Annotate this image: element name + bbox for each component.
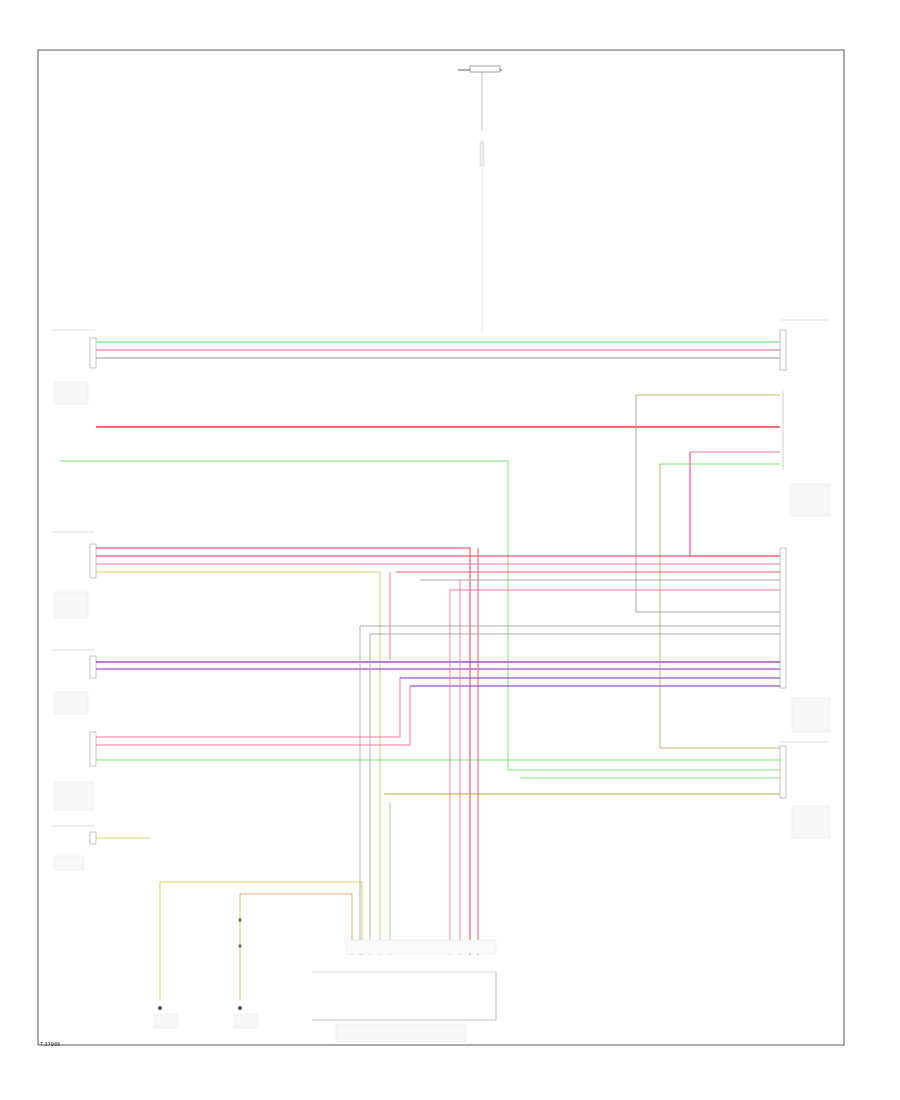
wire-group-verticals — [359, 548, 479, 955]
right-connector-1 — [778, 319, 831, 517]
diagram-frame — [37, 49, 845, 1046]
top-power-source — [458, 65, 502, 332]
left-connector-3 — [52, 649, 97, 715]
splice-dot-icon — [238, 918, 242, 922]
splice-dot-icon — [238, 944, 242, 948]
ground-symbol-icon — [238, 1006, 242, 1010]
wire-group-top — [60, 341, 780, 771]
left-connector-4 — [53, 731, 97, 811]
wire-group-lower — [96, 678, 780, 955]
ground-symbol-icon — [158, 1006, 162, 1010]
left-connector-2 — [52, 531, 97, 619]
data-link-connector — [312, 939, 497, 1043]
right-connector-2 — [779, 547, 831, 733]
left-connector-5 — [52, 825, 97, 871]
ground-leg-right — [233, 893, 353, 1029]
right-connector-3 — [779, 741, 831, 839]
left-connector-1 — [52, 329, 97, 405]
page-id: T-37986 — [40, 1042, 61, 1048]
wire-group-violet — [96, 661, 780, 687]
ground-leg-left — [153, 881, 363, 1029]
wire-group-middle — [96, 547, 780, 955]
